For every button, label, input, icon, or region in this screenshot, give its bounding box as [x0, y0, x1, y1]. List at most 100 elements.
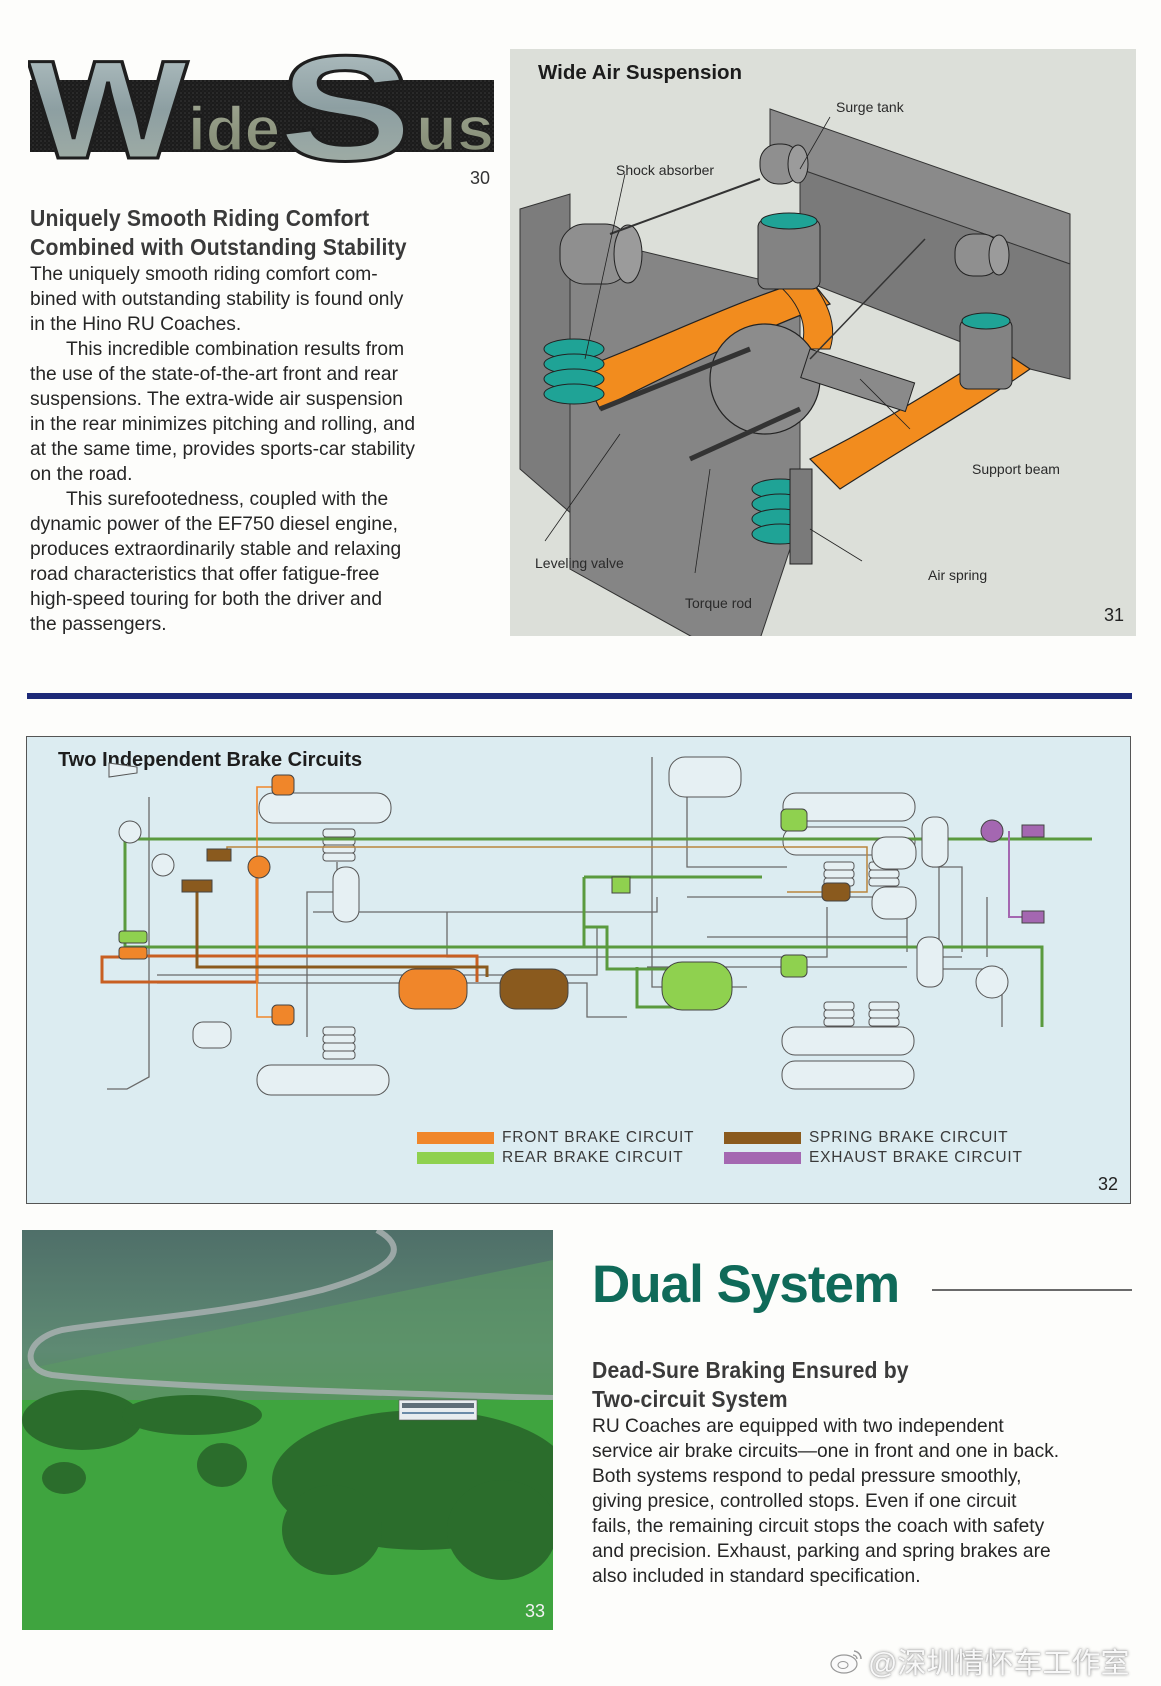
brake-valve-rear: [118, 930, 148, 944]
logo-black-band: [30, 80, 494, 152]
body-line: the passengers.: [30, 614, 167, 635]
air-tank: [871, 886, 917, 920]
wet-tank: [668, 756, 742, 798]
rear-tire: [782, 792, 916, 822]
spring-relay-valve: [821, 882, 851, 902]
article-riding-comfort: Uniquely Smooth Riding Comfort Combined …: [30, 204, 480, 637]
air-pipe: [609, 178, 761, 235]
legend-swatch: [724, 1152, 801, 1164]
air-pipe: [809, 238, 926, 360]
leader-line: [584, 173, 626, 360]
page-number: 30: [470, 168, 491, 188]
page-number: 31: [1103, 605, 1124, 625]
air-spring-front-left: [543, 338, 605, 405]
section-title: Dual System: [592, 1255, 900, 1314]
front-brake-feed: [256, 786, 283, 1018]
rear-brake-chamber: [780, 808, 808, 832]
article-dual-system: Dead-Sure Braking Ensured by Two-circuit…: [592, 1356, 1132, 1589]
spring-valve: [181, 879, 213, 893]
legend-item-rear: REAR BRAKE CIRCUIT: [417, 1148, 694, 1168]
photo-scene: [22, 1230, 553, 1630]
air-bellows: [322, 828, 900, 1060]
torque-rod: [688, 406, 802, 462]
body-line: bined with outstanding stability is foun…: [30, 289, 404, 310]
legend-item-spring: SPRING BRAKE CIRCUIT: [724, 1128, 1023, 1148]
callout-support-beam: Support beam: [972, 461, 1060, 477]
body-line: RU Coaches are equipped with two indepen…: [592, 1416, 1004, 1437]
callout-leveling-valve: Leveling valve: [535, 555, 624, 571]
widesus-logo-art: W ide S us: [27, 23, 495, 194]
body-line: in the Hino RU Coaches.: [30, 314, 242, 335]
watermark-text: @深圳情怀车工作室: [868, 1648, 1130, 1680]
front-brake-circuit: [100, 862, 479, 984]
front-brake-chamber: [271, 1004, 295, 1026]
pressure-gauge: [118, 820, 142, 844]
exhaust-actuator: [1021, 910, 1045, 924]
spring-brake-feed: [207, 846, 868, 893]
brake-valve-front: [118, 946, 148, 960]
front-tire-top: [258, 792, 392, 824]
title-rule: [932, 1289, 1132, 1291]
front-relay-valve: [247, 855, 271, 879]
legend-label: EXHAUST BRAKE CIRCUIT: [809, 1149, 1023, 1166]
callout-surge-tank: Surge tank: [836, 99, 904, 115]
hillside: [22, 1260, 553, 1400]
body-line: road characteristics that offer fatigue-…: [30, 564, 380, 585]
compressor: [975, 965, 1009, 999]
air-tank: [871, 836, 917, 870]
logo-letter-w: W: [28, 40, 188, 170]
rear-tire: [781, 1026, 915, 1056]
article-subhead: Uniquely Smooth Riding Comfort Combined …: [30, 204, 444, 262]
legend: SPRING BRAKE CIRCUIT EXHAUST BRAKE CIRCU…: [724, 1128, 1023, 1168]
leader-line: [694, 468, 711, 574]
callout-air-spring: Air spring: [928, 567, 988, 583]
spring-valve: [206, 848, 232, 862]
rear-relay-valve: [611, 876, 631, 894]
spring-brake-circuit: [195, 887, 489, 977]
exhaust-actuator: [1021, 824, 1045, 838]
leader-line: [859, 378, 911, 430]
air-horn: [108, 762, 138, 778]
axle-tube: [800, 348, 916, 413]
axle-housing: [709, 323, 821, 435]
brake-circuit-schematic: [100, 756, 1092, 1096]
rear-tire: [781, 1060, 915, 1090]
leader-line: [809, 528, 863, 562]
body-line: dynamic power of the EF750 diesel engine…: [30, 514, 398, 535]
air-tank: [921, 816, 949, 868]
weibo-icon: [830, 1650, 862, 1674]
page-number: 32: [1097, 1174, 1118, 1194]
logo-text-ide: ide: [188, 95, 280, 164]
surge-tank-rear: [759, 143, 809, 185]
callout-torque-rod: Torque rod: [685, 595, 752, 611]
surge-tank-front: [559, 223, 643, 285]
brake-diagram-panel: Two Independent Brake Circuits: [26, 736, 1131, 1204]
front-tire-bottom: [256, 1064, 390, 1096]
article-body: The uniquely smooth riding comfort com- …: [30, 262, 480, 637]
legend-label: REAR BRAKE CIRCUIT: [502, 1149, 684, 1166]
legend-swatch: [724, 1132, 801, 1144]
air-spring-rear-right: [959, 312, 1013, 390]
legend-label: SPRING BRAKE CIRCUIT: [809, 1129, 1009, 1146]
exhaust-cylinder: [980, 819, 1004, 843]
legend-swatch: [417, 1132, 494, 1144]
body-line: produces extraordinarily stable and rela…: [30, 539, 402, 560]
shrubs: [22, 1390, 553, 1580]
suspension-illustration: [519, 108, 1071, 636]
body-line: also included in standard specification.: [592, 1566, 921, 1587]
air-spring-rear-left: [757, 212, 821, 290]
rear-air-tank: [661, 961, 733, 1011]
article-body: RU Coaches are equipped with two indepen…: [592, 1414, 1132, 1589]
air-spring-front-right: [751, 468, 813, 565]
body-line: fails, the remaining circuit stops the c…: [592, 1516, 1045, 1537]
landscape-photo: 33: [22, 1230, 553, 1630]
support-beam: [579, 278, 831, 410]
widesus-logo: W ide S us: [27, 23, 498, 194]
body-line: at the same time, provides sports-car st…: [30, 439, 415, 460]
legend-swatch: [417, 1152, 494, 1164]
rear-brake-chamber: [780, 954, 808, 978]
body-line: Both systems respond to pedal pressure s…: [592, 1466, 1022, 1487]
legend: FRONT BRAKE CIRCUIT REAR BRAKE CIRCUIT: [417, 1128, 694, 1168]
air-tank: [916, 936, 944, 988]
section-divider: [27, 693, 1132, 699]
